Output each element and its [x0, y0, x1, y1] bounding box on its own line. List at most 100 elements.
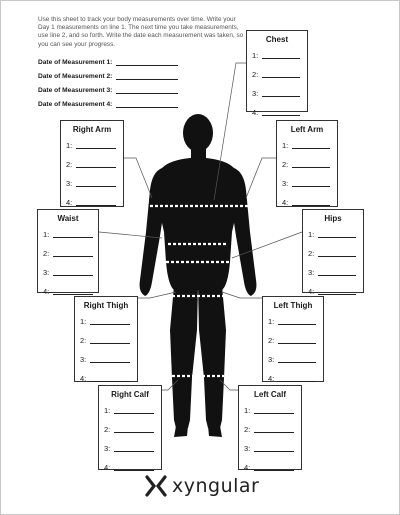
entry-line[interactable]: 2:: [38, 244, 98, 263]
entry-field[interactable]: [90, 361, 130, 363]
entry-line[interactable]: 1:: [263, 312, 323, 331]
entry-field[interactable]: [262, 76, 300, 78]
entry-field[interactable]: [278, 380, 316, 382]
date-input-line[interactable]: [116, 79, 179, 80]
entry-field[interactable]: [254, 431, 294, 433]
entry-field[interactable]: [278, 361, 316, 363]
entry-line[interactable]: 4:: [99, 458, 161, 477]
entry-field[interactable]: [318, 255, 356, 257]
entry-line[interactable]: 3:: [263, 350, 323, 369]
entry-line[interactable]: 4:: [303, 282, 363, 301]
entry-field[interactable]: [292, 166, 330, 168]
date-input-line[interactable]: [116, 107, 179, 108]
entry-field[interactable]: [278, 342, 316, 344]
entry-field[interactable]: [254, 469, 294, 471]
entry-number: 2:: [80, 336, 87, 345]
entry-line[interactable]: 2:: [277, 155, 337, 174]
entry-number: 4:: [252, 108, 259, 117]
entry-number: 3:: [252, 89, 259, 98]
entry-number: 4:: [80, 374, 87, 383]
entry-number: 1:: [252, 51, 259, 60]
entry-field[interactable]: [76, 185, 116, 187]
entry-line[interactable]: 3:: [75, 350, 137, 369]
entry-field[interactable]: [318, 236, 356, 238]
date-line-4: Date of Measurement 4:: [38, 98, 179, 112]
entry-field[interactable]: [114, 412, 154, 414]
entry-field[interactable]: [76, 166, 116, 168]
entry-field[interactable]: [262, 114, 300, 116]
date-label: Date of Measurement 2:: [38, 73, 113, 80]
entry-line[interactable]: 1:: [247, 46, 307, 65]
right-thigh-box: Right Thigh 1: 2: 3: 4:: [74, 296, 138, 383]
entry-line[interactable]: 2:: [61, 155, 123, 174]
right-arm-box: Right Arm 1: 2: 3: 4:: [60, 120, 124, 207]
entry-field[interactable]: [292, 204, 330, 206]
entry-line[interactable]: 2:: [263, 331, 323, 350]
entry-line[interactable]: 4:: [38, 282, 98, 301]
box-title: Chest: [265, 35, 289, 44]
entry-line[interactable]: 1:: [303, 225, 363, 244]
entry-number: 3:: [308, 268, 315, 277]
entry-field[interactable]: [262, 95, 300, 97]
xyngular-x-logo-icon: [145, 475, 167, 497]
entry-field[interactable]: [90, 380, 130, 382]
entry-line[interactable]: 1:: [277, 136, 337, 155]
entry-field[interactable]: [53, 293, 93, 295]
entry-line[interactable]: 3:: [38, 263, 98, 282]
entry-line[interactable]: 3:: [247, 84, 307, 103]
entry-line[interactable]: 2:: [75, 331, 137, 350]
entry-line[interactable]: 2:: [303, 244, 363, 263]
entry-line[interactable]: 2:: [247, 65, 307, 84]
entry-line[interactable]: 4:: [247, 103, 307, 122]
entry-field[interactable]: [278, 323, 316, 325]
entry-line[interactable]: 3:: [99, 439, 161, 458]
entry-line[interactable]: 3:: [239, 439, 301, 458]
connector-lines: [98, 62, 303, 391]
entry-line[interactable]: 4:: [61, 193, 123, 212]
entry-field[interactable]: [318, 293, 356, 295]
entry-field[interactable]: [318, 274, 356, 276]
left-thigh-box: Left Thigh 1: 2: 3: 4:: [262, 296, 324, 383]
entry-line[interactable]: 3:: [277, 174, 337, 193]
date-input-line[interactable]: [116, 93, 179, 94]
entry-number: 1:: [268, 317, 275, 326]
entry-line[interactable]: 3:: [61, 174, 123, 193]
entry-line[interactable]: 2:: [239, 420, 301, 439]
entry-field[interactable]: [90, 342, 130, 344]
entry-field[interactable]: [254, 412, 294, 414]
entry-line[interactable]: 4:: [277, 193, 337, 212]
entry-field[interactable]: [53, 236, 93, 238]
entry-number: 1:: [80, 317, 87, 326]
entry-field[interactable]: [53, 274, 93, 276]
entry-number: 4:: [308, 287, 315, 296]
entry-line[interactable]: 1:: [75, 312, 137, 331]
entry-line[interactable]: 4:: [263, 369, 323, 388]
entry-field[interactable]: [262, 57, 300, 59]
chest-box: Chest 1: 2: 3: 4:: [246, 30, 308, 117]
entry-field[interactable]: [76, 147, 116, 149]
entry-line[interactable]: 4:: [239, 458, 301, 477]
entry-field[interactable]: [76, 204, 116, 206]
entry-line[interactable]: 1:: [38, 225, 98, 244]
entry-field[interactable]: [114, 450, 154, 452]
entry-field[interactable]: [90, 323, 130, 325]
entry-line[interactable]: 1:: [239, 401, 301, 420]
entry-line[interactable]: 4:: [75, 369, 137, 388]
entry-field[interactable]: [292, 185, 330, 187]
entry-number: 3:: [66, 179, 73, 188]
entry-field[interactable]: [114, 431, 154, 433]
entry-field[interactable]: [292, 147, 330, 149]
date-label: Date of Measurement 3:: [38, 87, 113, 94]
entry-line[interactable]: 1:: [61, 136, 123, 155]
entry-field[interactable]: [254, 450, 294, 452]
box-title: Waist: [57, 214, 79, 223]
date-input-line[interactable]: [116, 65, 179, 66]
entry-line[interactable]: 1:: [99, 401, 161, 420]
entry-line[interactable]: 3:: [303, 263, 363, 282]
entry-line[interactable]: 2:: [99, 420, 161, 439]
entry-number: 1:: [244, 406, 251, 415]
right-calf-box: Right Calf 1: 2: 3: 4:: [98, 385, 162, 472]
entry-field[interactable]: [114, 469, 154, 471]
entry-field[interactable]: [53, 255, 93, 257]
